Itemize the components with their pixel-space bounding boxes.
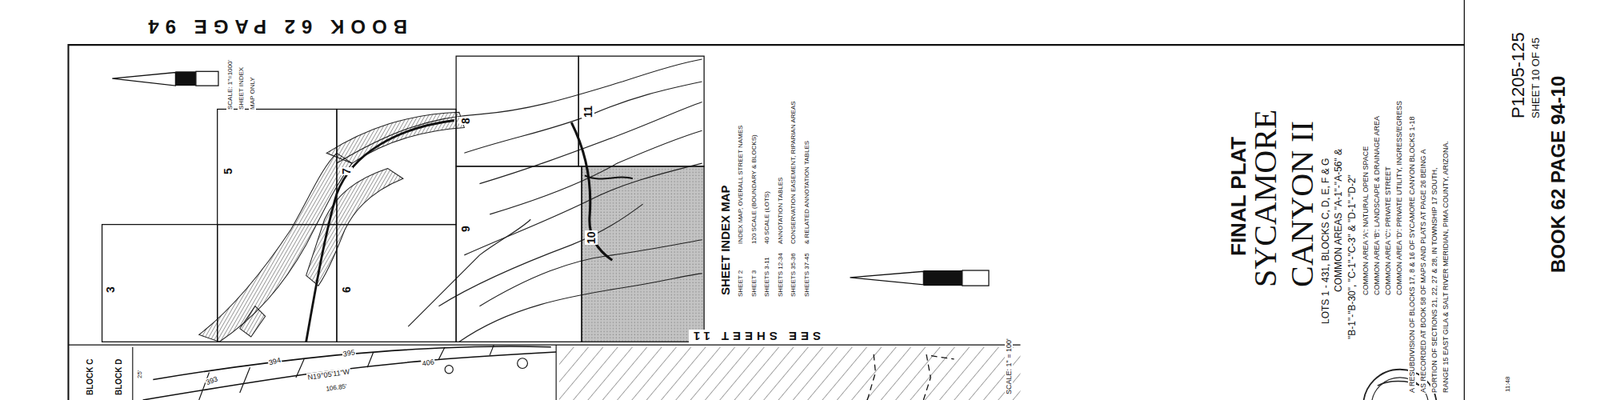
table-cell: SHEETS 37-45 bbox=[803, 252, 811, 299]
lot-lines bbox=[132, 344, 556, 400]
lot-area bbox=[306, 168, 404, 286]
main-road bbox=[306, 120, 455, 343]
north-arrow bbox=[962, 270, 989, 286]
sheet-number: 9 bbox=[459, 224, 472, 233]
lot-number: 395 bbox=[341, 348, 357, 359]
terrain-contours bbox=[336, 59, 703, 342]
block-label: BLOCK C bbox=[85, 357, 96, 396]
common-area-note: COMMON AREA 'A': NATURAL OPEN SPACE bbox=[1361, 145, 1370, 296]
table-cell: SHEETS 3-11 bbox=[763, 256, 771, 299]
common-area-note: COMMON AREA 'B': LANDSCAPE & DRAINAGE AR… bbox=[1372, 115, 1381, 296]
open-space-hatch bbox=[559, 347, 1021, 400]
table-cell: CONSERVATION EASEMENT, RIPARIAN AREAS bbox=[789, 100, 797, 246]
lot-boundary bbox=[143, 352, 557, 400]
legal-description: RANGE 15 EAST GILA & SALT RIVER MERIDIAN… bbox=[1441, 140, 1450, 394]
plat-title: SYCAMORE bbox=[1247, 108, 1284, 288]
lot-number: 393 bbox=[204, 375, 220, 388]
title-line: COMMON AREAS "A-1"-"A-56" & bbox=[1333, 148, 1345, 293]
main-road bbox=[584, 175, 633, 179]
sheet-number: 10 bbox=[584, 231, 598, 246]
common-area-note: COMMON AREA 'D': PRIVATE UTILITY, INGRES… bbox=[1395, 100, 1404, 296]
lot-number: 406 bbox=[420, 357, 436, 368]
legal-description: AS RECORDED AT BOOK 58 OF MAPS AND PLATS… bbox=[1419, 148, 1428, 395]
plat-title: CANYON II bbox=[1284, 120, 1321, 288]
lot-area bbox=[326, 112, 464, 164]
table-cell: ANNOTATION TABLES bbox=[776, 176, 784, 245]
sheet-number: 5 bbox=[221, 168, 235, 176]
scale-note: MAP ONLY bbox=[248, 76, 256, 111]
case-number: P1205-125 bbox=[1508, 32, 1528, 120]
table-cell: SHEETS 12-34 bbox=[776, 252, 784, 299]
north-arrow bbox=[850, 271, 924, 285]
table-cell: 40 SCALE (LOTS) bbox=[763, 190, 771, 245]
sheet-border bbox=[1464, 0, 1465, 400]
table-cell: & RELATED ANNOTATION TABLES bbox=[803, 140, 811, 245]
sheet-number: 3 bbox=[104, 286, 117, 295]
dimension: 106.85' bbox=[324, 382, 348, 393]
north-arrow bbox=[175, 71, 196, 86]
match-note: SEE SHEET 11 bbox=[688, 328, 822, 343]
block-label: BLOCK D bbox=[114, 357, 124, 396]
time-stamp: 11:48 bbox=[1504, 376, 1512, 393]
scale-note: SCALE: 1"=1000' bbox=[226, 59, 234, 111]
title-line: LOTS 1 - 431, BLOCKS C, D, E, F & G bbox=[1320, 156, 1332, 324]
common-area-note: COMMON AREA 'C': PRIVATE STREET bbox=[1384, 165, 1392, 296]
curve-callout bbox=[444, 365, 453, 374]
dimension: 25' bbox=[136, 369, 144, 380]
sheet-border bbox=[68, 44, 1464, 400]
main-road bbox=[571, 122, 612, 260]
book-page-stamp: BOOK 62 PAGE 94-10 bbox=[1547, 75, 1570, 274]
match-line bbox=[68, 344, 1020, 346]
north-arrow bbox=[923, 270, 962, 286]
sheet-number: 7 bbox=[340, 168, 353, 176]
sheet-index-tiles bbox=[102, 56, 705, 342]
sheet-number: 6 bbox=[340, 286, 353, 295]
easement-line bbox=[867, 352, 954, 400]
current-sheet-shading bbox=[581, 166, 704, 342]
table-cell: SHEET 3 bbox=[750, 269, 758, 298]
curve-callout bbox=[517, 358, 528, 369]
lot-number: 394 bbox=[267, 356, 283, 368]
sheet-number: 8 bbox=[459, 116, 472, 125]
table-cell: SHEET 2 bbox=[736, 269, 744, 298]
legal-description: PORTION OF SECTIONS 21, 22, 27 & 28, IN … bbox=[1430, 167, 1439, 394]
lot-area bbox=[240, 306, 266, 337]
north-arrow bbox=[112, 72, 176, 87]
scale-note: SCALE: 1" = 100' bbox=[1004, 337, 1013, 396]
legal-description: A RESUBDIVISION OF BLOCKS 17, 8 & 16 OF … bbox=[1408, 116, 1416, 395]
book-page-stamp: BOOK 62 PAGE 94 bbox=[141, 16, 409, 39]
sheet-count: SHEET 10 OF 45 bbox=[1530, 36, 1543, 120]
title-line: "B-1"-"B-30", "C-1"-"C-3" & "D-1"-"D-2" bbox=[1347, 173, 1359, 340]
table-heading: SHEET INDEX MAP bbox=[718, 184, 732, 296]
table-cell: 120 SCALE (BOUNDARY & BLOCKS) bbox=[750, 133, 758, 245]
scale-note: SHEET INDEX bbox=[237, 66, 245, 111]
north-arrow bbox=[196, 71, 219, 86]
table-cell: INDEX MAP, OVERALL STREET NAMES bbox=[736, 124, 744, 245]
bearing: N19°05'11"W bbox=[306, 367, 352, 382]
sheet-number: 11 bbox=[581, 104, 595, 119]
table-cell: SHEETS 35-36 bbox=[789, 252, 797, 299]
